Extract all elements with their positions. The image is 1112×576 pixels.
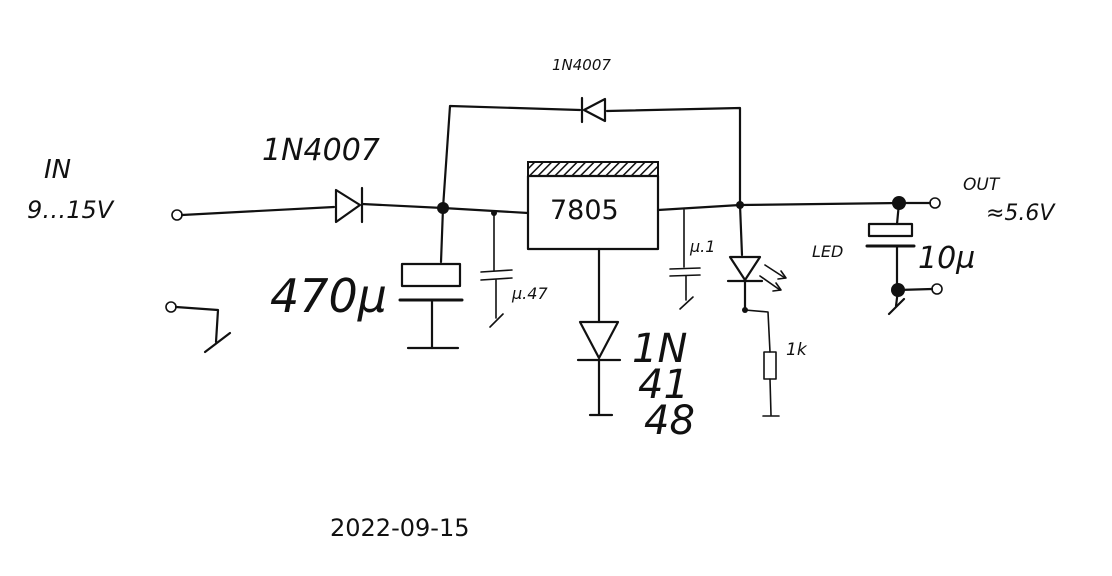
input-terminal-positive (171, 209, 183, 221)
bypass-diode (580, 96, 607, 124)
input-ceramic-capacitor (480, 210, 513, 328)
output-wire (656, 201, 932, 212)
output-electrolytic-capacitor (865, 196, 934, 316)
led-label: LED (812, 242, 843, 261)
ground-diode-label-line3: 48 (644, 398, 695, 444)
output-ceramic-capacitor (669, 209, 701, 310)
resistor (762, 351, 780, 417)
bypass-diode-label: 1N4007 (552, 56, 611, 74)
output-terminal-ground (931, 283, 943, 295)
input-ceramic-capacitor-label: µ.47 (511, 284, 548, 303)
bypass-wire (441, 104, 742, 210)
resistor-label: 1k (786, 340, 808, 360)
input-capacitor-label: 470µ (270, 269, 387, 323)
input-voltage-range: 9…15V (27, 196, 115, 224)
input-diode (334, 186, 364, 224)
input-electrolytic-capacitor (398, 206, 464, 350)
input-diode-label: 1N4007 (262, 133, 380, 168)
ground-diode (576, 247, 622, 417)
regulator-label: 7805 (550, 195, 619, 226)
input-terminal-ground (165, 301, 232, 354)
ground-diode-label-line2: 41 (638, 362, 689, 408)
output-terminal-positive (929, 197, 941, 209)
ground-diode-label-line1: 1N (632, 326, 687, 372)
output-capacitor-label: 10µ (918, 241, 975, 276)
output-voltage: ≈5.6V (986, 201, 1056, 226)
input-label: IN (44, 155, 71, 185)
output-label: OUT (963, 175, 1001, 195)
output-ceramic-capacitor-label: µ.1 (689, 237, 715, 256)
voltage-regulator (526, 161, 660, 251)
date-label: 2022-09-15 (330, 514, 469, 542)
led (726, 203, 787, 353)
